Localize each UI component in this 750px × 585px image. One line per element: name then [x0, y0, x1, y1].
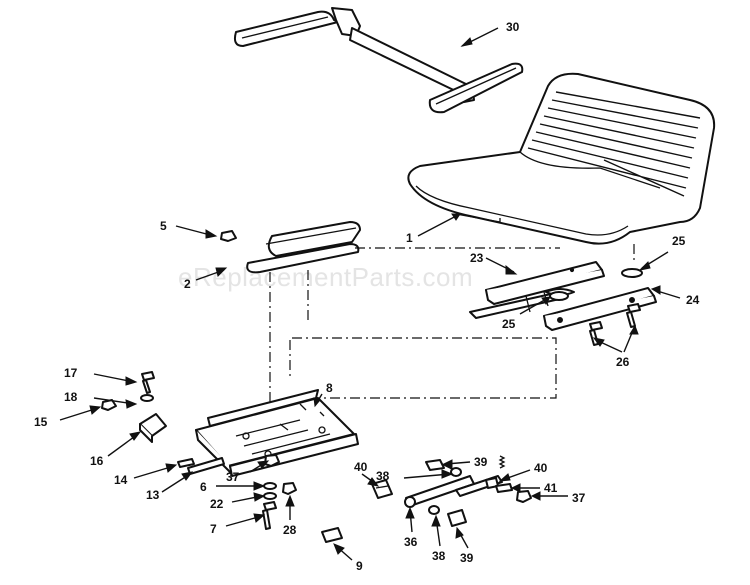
- clip-part-38: [428, 467, 462, 515]
- callout-labels: 30 1 5 2 23 25 25 24 26 8 17 18 15 16 14…: [34, 20, 700, 573]
- callout-41: 41: [544, 481, 558, 495]
- nut-part-28: [282, 482, 297, 495]
- callout-36: 36: [404, 535, 418, 549]
- callout-16: 16: [90, 454, 104, 468]
- callout-2: 2: [184, 277, 191, 291]
- callout-30: 30: [506, 20, 520, 34]
- alignment-lines: [269, 244, 635, 436]
- bolt-part-17: [141, 371, 155, 394]
- callout-17: 17: [64, 366, 78, 380]
- callout-40-right: 40: [534, 461, 548, 475]
- washer-part-22: [263, 492, 277, 500]
- washer-part-6: [263, 482, 277, 490]
- callout-24: 24: [686, 293, 700, 307]
- pad-part-9: [321, 527, 343, 543]
- callout-7: 7: [210, 522, 217, 536]
- callout-23: 23: [470, 251, 484, 265]
- bracket-part-16: [139, 413, 167, 443]
- callout-9: 9: [356, 559, 363, 573]
- nut-part-37-right: [516, 490, 532, 503]
- callout-37-right: 37: [572, 491, 586, 505]
- callout-6: 6: [200, 480, 207, 494]
- callout-37-left: 37: [226, 470, 240, 484]
- callout-38-bottom: 38: [432, 549, 446, 563]
- slide-rail-part-24: [543, 287, 657, 331]
- callout-25-bottom: 25: [502, 317, 516, 331]
- washer-part-25: [549, 268, 643, 301]
- latch-part-39-lower: [447, 509, 467, 527]
- spring-part-small: [498, 455, 506, 469]
- pin-part-41: [495, 483, 513, 493]
- callout-14: 14: [114, 473, 128, 487]
- callout-1: 1: [406, 231, 413, 245]
- washer-part-18: [140, 394, 154, 402]
- callout-5: 5: [160, 219, 167, 233]
- lever-part-40-right: [455, 475, 503, 497]
- nut-part-5: [220, 230, 237, 242]
- callout-39-bottom: 39: [460, 551, 474, 565]
- clip-part-14: [177, 458, 195, 468]
- callout-18: 18: [64, 390, 78, 404]
- armrest-assembly-part-30: [233, 7, 524, 114]
- callout-15: 15: [34, 415, 48, 429]
- callout-25-top: 25: [672, 234, 686, 248]
- callout-13: 13: [146, 488, 160, 502]
- callout-22: 22: [210, 497, 224, 511]
- callout-39-top: 39: [474, 455, 488, 469]
- seat-part-1: [407, 72, 716, 245]
- slide-pad-part-2: [246, 221, 361, 274]
- callout-38-top: 38: [376, 469, 390, 483]
- callout-26: 26: [616, 355, 630, 369]
- watermark-text: eReplacementParts.com: [178, 262, 473, 292]
- leader-lines: [59, 27, 681, 561]
- callout-40-left: 40: [354, 460, 368, 474]
- callout-8: 8: [326, 381, 333, 395]
- bolt-part-7: [262, 501, 277, 530]
- spring-part-13: [187, 457, 225, 475]
- callout-28: 28: [283, 523, 297, 537]
